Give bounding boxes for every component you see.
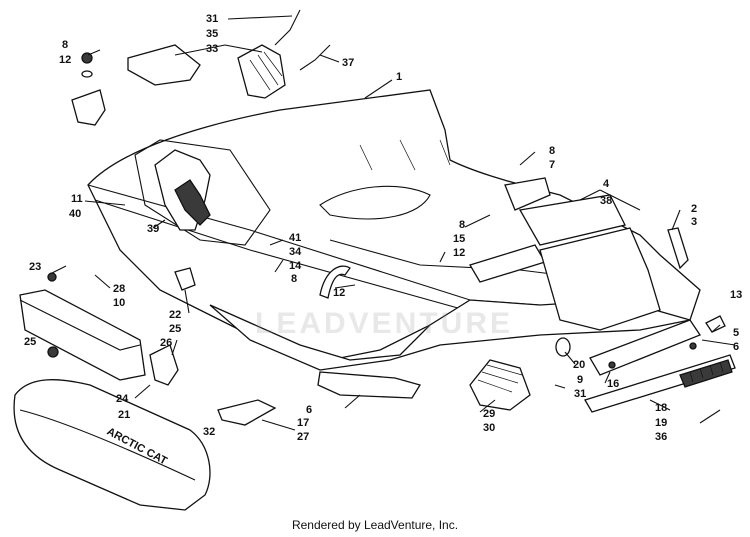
center-brace xyxy=(317,371,422,399)
callout-36: 36 xyxy=(655,431,667,443)
cable-boot xyxy=(237,44,286,99)
trim-clip xyxy=(667,227,689,270)
callout-14: 14 xyxy=(289,260,302,272)
callout-8-mid: 8 xyxy=(459,219,465,231)
clip-13 xyxy=(705,315,726,333)
rear-hood-bracket xyxy=(504,177,551,211)
reflector-lens xyxy=(679,359,733,388)
footer-credit: Rendered by LeadVenture, Inc. xyxy=(291,518,459,532)
callout-34: 34 xyxy=(289,246,302,258)
callout-20: 20 xyxy=(573,359,585,371)
rail-rivet xyxy=(608,361,616,369)
callout-40: 40 xyxy=(69,208,81,220)
callout-9: 9 xyxy=(577,374,583,386)
reflector-facets xyxy=(689,361,724,383)
callout-31: 31 xyxy=(206,13,218,25)
grille-slats xyxy=(477,364,523,393)
skid-plate xyxy=(217,399,277,426)
air-intake-grille xyxy=(469,359,531,411)
callout-23: 23 xyxy=(29,261,41,273)
callout-39: 39 xyxy=(147,223,159,235)
callout-25-left: 25 xyxy=(24,336,36,348)
hood-shading xyxy=(359,139,451,171)
nut xyxy=(81,52,93,64)
callout-12-mid: 12 xyxy=(453,247,465,259)
callout-17: 17 xyxy=(297,417,309,429)
mount-bracket xyxy=(71,89,106,126)
lift-handle xyxy=(319,265,351,299)
callout-26: 26 xyxy=(160,337,172,349)
nut-25 xyxy=(47,346,59,358)
grommet xyxy=(555,337,571,357)
callout-22: 22 xyxy=(169,309,181,321)
callout-35: 35 xyxy=(206,28,218,40)
top-cover xyxy=(127,44,201,86)
steering-boot xyxy=(174,179,211,226)
small-bracket xyxy=(174,267,196,291)
callout-8-lower: 8 xyxy=(291,273,297,285)
callout-28: 28 xyxy=(113,283,125,295)
front-bumper xyxy=(13,379,211,511)
callout-30: 30 xyxy=(483,422,495,434)
callout-21: 21 xyxy=(118,409,130,421)
callout-32: 32 xyxy=(203,426,215,438)
nut-23 xyxy=(47,272,57,282)
cable-line-2 xyxy=(299,44,331,71)
callout-5: 5 xyxy=(733,327,739,339)
callout-38: 38 xyxy=(600,195,612,207)
callout-31-lower: 31 xyxy=(574,388,586,400)
callout-7: 7 xyxy=(549,159,555,171)
boot-ribs xyxy=(249,51,283,91)
bumper-crease xyxy=(19,409,196,481)
callout-37: 37 xyxy=(342,57,354,69)
callout-4: 4 xyxy=(603,178,610,190)
callout-15: 15 xyxy=(453,233,465,245)
callout-29: 29 xyxy=(483,408,495,420)
washer xyxy=(81,70,93,78)
callout-6-right: 6 xyxy=(733,341,739,353)
callout-6-center: 6 xyxy=(306,404,312,416)
watermark: LEADVENTURE xyxy=(255,307,514,340)
callout-11: 11 xyxy=(71,193,83,205)
leader-lines xyxy=(51,15,736,431)
callout-16: 16 xyxy=(607,378,619,390)
callout-13: 13 xyxy=(730,289,742,301)
side-panel xyxy=(539,227,661,331)
callout-10: 10 xyxy=(113,297,125,309)
callout-1: 1 xyxy=(396,71,402,83)
callout-27: 27 xyxy=(297,431,309,443)
callout-12: 12 xyxy=(59,54,71,66)
callout-19: 19 xyxy=(655,417,667,429)
hood-edge-line-2 xyxy=(94,199,466,311)
callout-2: 2 xyxy=(691,203,697,215)
callout-18: 18 xyxy=(655,402,667,414)
lower-side-rail xyxy=(589,319,701,376)
front-crossmember xyxy=(19,289,146,381)
callout-24: 24 xyxy=(116,393,129,405)
hood-vent-opening xyxy=(319,185,431,220)
callout-25: 25 xyxy=(169,323,181,335)
callout-8: 8 xyxy=(62,39,68,51)
rail-rivet-2 xyxy=(689,342,697,350)
cable-line xyxy=(274,9,301,46)
callout-41: 41 xyxy=(289,232,301,244)
bumper-bracket xyxy=(149,344,179,386)
callout-33: 33 xyxy=(206,43,218,55)
crossmember-edge xyxy=(19,299,141,351)
console-cavity xyxy=(134,139,271,246)
callout-8-upper: 8 xyxy=(549,145,555,157)
callout-3: 3 xyxy=(691,216,697,228)
callout-12-handle: 12 xyxy=(333,287,345,299)
